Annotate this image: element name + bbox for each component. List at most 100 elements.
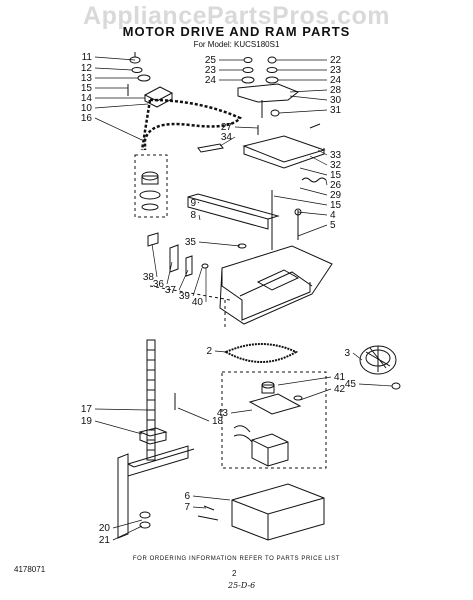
part-callout-number: 15 bbox=[81, 83, 93, 94]
document-number: 4178071 bbox=[14, 565, 46, 574]
part-callout-number: 6 bbox=[184, 491, 190, 502]
part-callout-number: 29 bbox=[330, 190, 342, 201]
leader-line bbox=[278, 109, 328, 114]
leader-line bbox=[198, 214, 201, 221]
leader-line bbox=[214, 350, 227, 353]
part-callout-number: 15 bbox=[330, 170, 342, 181]
leader-line bbox=[94, 67, 133, 71]
part-callout-number: 42 bbox=[334, 384, 346, 395]
bracket-part bbox=[147, 232, 159, 247]
page-number: 2 bbox=[232, 569, 237, 578]
part-callout-number: 30 bbox=[330, 95, 342, 106]
part-callout-number: 31 bbox=[330, 105, 342, 116]
motor-mount-plate bbox=[248, 393, 302, 415]
model-line: For Model: KUCS180S1 bbox=[193, 40, 280, 49]
part-callout-number: 32 bbox=[330, 160, 342, 171]
leader-line bbox=[297, 211, 328, 216]
drive-motor bbox=[251, 433, 289, 467]
part-callout-number: 27 bbox=[221, 122, 233, 133]
ram-post bbox=[117, 453, 129, 539]
motor-cover bbox=[231, 483, 325, 541]
screw-part bbox=[267, 56, 277, 64]
leader-line bbox=[166, 261, 173, 285]
ram-link-arm bbox=[237, 83, 299, 103]
leader-line bbox=[151, 243, 158, 278]
part-callout-number: 34 bbox=[221, 132, 233, 143]
part-callout-number: 23 bbox=[205, 65, 217, 76]
leader-line bbox=[317, 149, 328, 156]
part-callout-number: 37 bbox=[165, 285, 177, 296]
leader-line bbox=[197, 201, 200, 204]
part-callout-number: 9 bbox=[190, 198, 196, 209]
part-callout-number: 22 bbox=[330, 55, 342, 66]
leader-line bbox=[299, 187, 328, 196]
part-callout-number: 18 bbox=[212, 416, 224, 427]
leader-line bbox=[325, 179, 328, 186]
leader-line bbox=[112, 519, 143, 529]
leader-line bbox=[94, 408, 148, 411]
base-housing bbox=[219, 245, 333, 325]
part-callout-number: 4 bbox=[330, 210, 336, 221]
drive-belt bbox=[223, 343, 299, 363]
leader-line bbox=[112, 525, 143, 541]
screw-part bbox=[203, 505, 215, 511]
washer-part bbox=[242, 67, 254, 73]
leader-line bbox=[230, 409, 253, 414]
watermark: AppliancePartsPros.com bbox=[83, 2, 390, 30]
part-callout-number: 43 bbox=[217, 408, 229, 419]
handwritten-note: 25-D-6 bbox=[228, 581, 256, 590]
part-callout-number: 10 bbox=[81, 103, 93, 114]
part-callout-number: 26 bbox=[330, 180, 342, 191]
sprocket-bracket bbox=[143, 86, 174, 102]
part-callout-number: 14 bbox=[81, 93, 93, 104]
nut-part bbox=[243, 57, 253, 63]
part-callout-number: 41 bbox=[334, 372, 346, 383]
motor-assembly-box bbox=[221, 371, 327, 469]
leader-line bbox=[309, 155, 328, 166]
part-callout-number: 24 bbox=[330, 75, 342, 86]
leader-line bbox=[352, 352, 363, 361]
leader-line bbox=[192, 495, 231, 501]
part-callout-number: 15 bbox=[330, 200, 342, 211]
part-callout-number: 28 bbox=[330, 85, 342, 96]
leader-line bbox=[358, 383, 393, 387]
part-callout-number: 25 bbox=[205, 55, 217, 66]
part-callout-number: 8 bbox=[190, 210, 196, 221]
part-callout-number: 23 bbox=[330, 65, 342, 76]
part-callout-number: 45 bbox=[345, 379, 357, 390]
nut-block bbox=[138, 427, 168, 437]
spring-part bbox=[301, 177, 327, 183]
leader-line bbox=[289, 89, 328, 93]
part-callout-number: 11 bbox=[82, 52, 93, 63]
part-callout-number: 21 bbox=[99, 535, 111, 546]
part-callout-number: 16 bbox=[81, 113, 93, 124]
part-callout-number: 13 bbox=[81, 73, 93, 84]
leader-line bbox=[299, 167, 328, 176]
leader-line bbox=[94, 420, 143, 435]
part-callout-number: 19 bbox=[81, 416, 93, 427]
part-callout-number: 35 bbox=[185, 237, 197, 248]
leader-line bbox=[94, 103, 149, 109]
nut-part bbox=[137, 74, 151, 82]
leader-line bbox=[177, 407, 210, 422]
leader-line bbox=[94, 56, 136, 61]
leader-line bbox=[277, 376, 332, 386]
diagram-title: MOTOR DRIVE AND RAM PARTS bbox=[122, 24, 351, 39]
sprocket-assembly-box bbox=[134, 154, 168, 218]
washer-part bbox=[131, 67, 143, 73]
part-callout-number: 36 bbox=[153, 279, 165, 290]
part-callout-number: 24 bbox=[205, 75, 217, 86]
leader-line bbox=[219, 136, 236, 147]
part-callout-number: 2 bbox=[206, 346, 212, 357]
leader-line bbox=[192, 267, 203, 297]
leader-line bbox=[178, 269, 189, 291]
leader-line bbox=[94, 117, 143, 141]
leader-line bbox=[234, 126, 259, 129]
part-callout-number: 3 bbox=[344, 348, 350, 359]
part-callout-number: 12 bbox=[81, 63, 93, 74]
part-callout-number: 38 bbox=[143, 272, 155, 283]
part-callout-number: 5 bbox=[330, 220, 336, 231]
ram-arm bbox=[127, 445, 189, 477]
leader-line bbox=[299, 388, 332, 401]
